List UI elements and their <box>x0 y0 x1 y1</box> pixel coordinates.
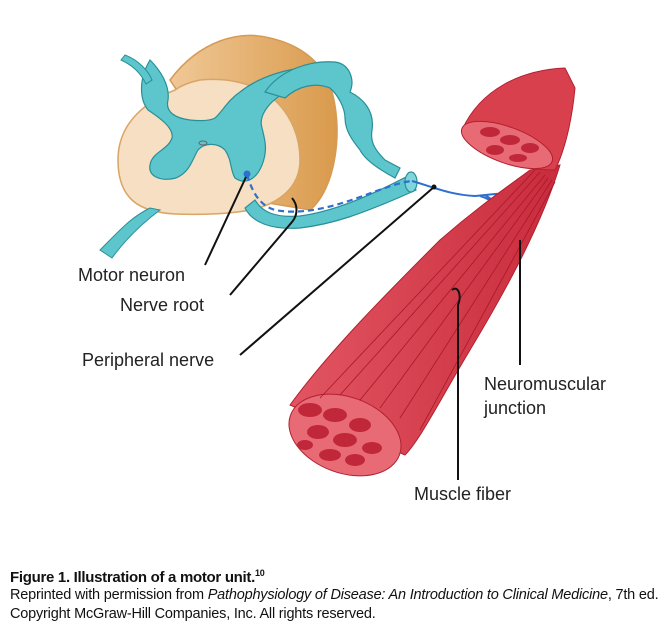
leader-lines <box>204 176 521 480</box>
label-junction: junction <box>483 398 546 418</box>
caption-book-title: Pathophysiology of Disease: An Introduct… <box>207 587 608 603</box>
label-muscle-fiber: Muscle fiber <box>414 484 511 504</box>
leader-muscle-fiber <box>451 287 461 480</box>
label-peripheral-nerve: Peripheral nerve <box>82 350 214 370</box>
spinal-nerve-left <box>99 207 162 259</box>
leader-nerve-root <box>229 197 298 296</box>
label-nerve-root: Nerve root <box>120 295 204 315</box>
peripheral-nerve <box>244 175 417 229</box>
caption-title: Figure 1. Illustration of a motor unit.1… <box>10 568 660 586</box>
dorsal-root-ganglion <box>264 61 401 179</box>
muscle <box>288 67 576 477</box>
motor-axon <box>245 174 413 213</box>
caption-prefix: Reprinted with permission from <box>10 587 208 603</box>
central-canal <box>198 140 208 146</box>
spinal-nerve-top-left <box>120 54 153 85</box>
leader-motor-neuron <box>204 176 247 266</box>
muscle-belly <box>289 164 561 456</box>
gray-matter <box>140 59 343 182</box>
label-motor-neuron: Motor neuron <box>78 265 185 285</box>
leader-peripheral-nerve <box>239 186 435 356</box>
motor-neuron-cell-body <box>243 170 251 178</box>
muscle-striations <box>319 169 556 431</box>
motor-unit-diagram: Motor neuron Nerve root Peripheral nerve… <box>78 34 606 504</box>
caption-title-text: Figure 1. Illustration of a motor unit. <box>10 569 255 586</box>
caption-suffix: , 7th ed. Copyright McGraw-Hill Companie… <box>10 587 659 622</box>
label-neuromuscular: Neuromuscular <box>484 374 606 394</box>
figure-caption: Figure 1. Illustration of a motor unit.1… <box>10 568 660 624</box>
caption-body: Reprinted with permission from Pathophys… <box>10 586 660 624</box>
muscle-fascicles <box>297 127 539 466</box>
caption-reference: 10 <box>254 568 265 578</box>
